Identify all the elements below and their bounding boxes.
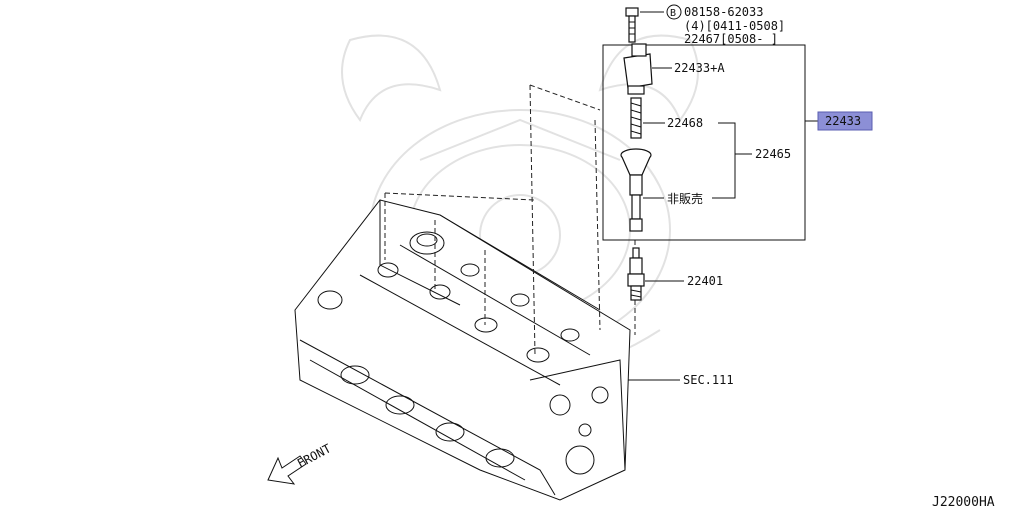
not-sold-label: 非販売 — [667, 191, 703, 206]
coil-group-box — [602, 44, 806, 241]
bolt-qty-range-label: (4)[0411-0508] — [684, 19, 785, 33]
cylinder-head-illustration — [294, 199, 631, 501]
coil-boot-part[interactable] — [620, 148, 652, 232]
spring-part[interactable] — [630, 97, 642, 139]
coil-assembly-highlight[interactable] — [817, 111, 873, 131]
ignition-coil-part[interactable] — [623, 43, 653, 95]
front-arrow-icon — [267, 455, 307, 485]
spring-label: 22468 — [667, 116, 703, 130]
front-label: FRONT — [295, 441, 333, 470]
section-ref-label[interactable]: SEC.111 — [683, 373, 734, 387]
coil-assembly-label[interactable]: 22433 — [825, 114, 861, 128]
bolt-alt-label: 22467[0508- ] — [684, 32, 778, 46]
guide-lines — [384, 84, 636, 356]
bolt-part[interactable] — [625, 7, 639, 43]
diagram-code: J22000HA — [932, 495, 995, 510]
spark-plug-part[interactable] — [627, 247, 645, 301]
bolt-code-badge — [666, 4, 682, 20]
spark-plug-label: 22401 — [687, 274, 723, 288]
coil-a-label: 22433+A — [674, 61, 725, 75]
bolt-circle-letter: B — [670, 8, 676, 19]
boot-group-label: 22465 — [755, 147, 791, 161]
bolt-ref-label: 08158-62033 — [684, 5, 763, 19]
